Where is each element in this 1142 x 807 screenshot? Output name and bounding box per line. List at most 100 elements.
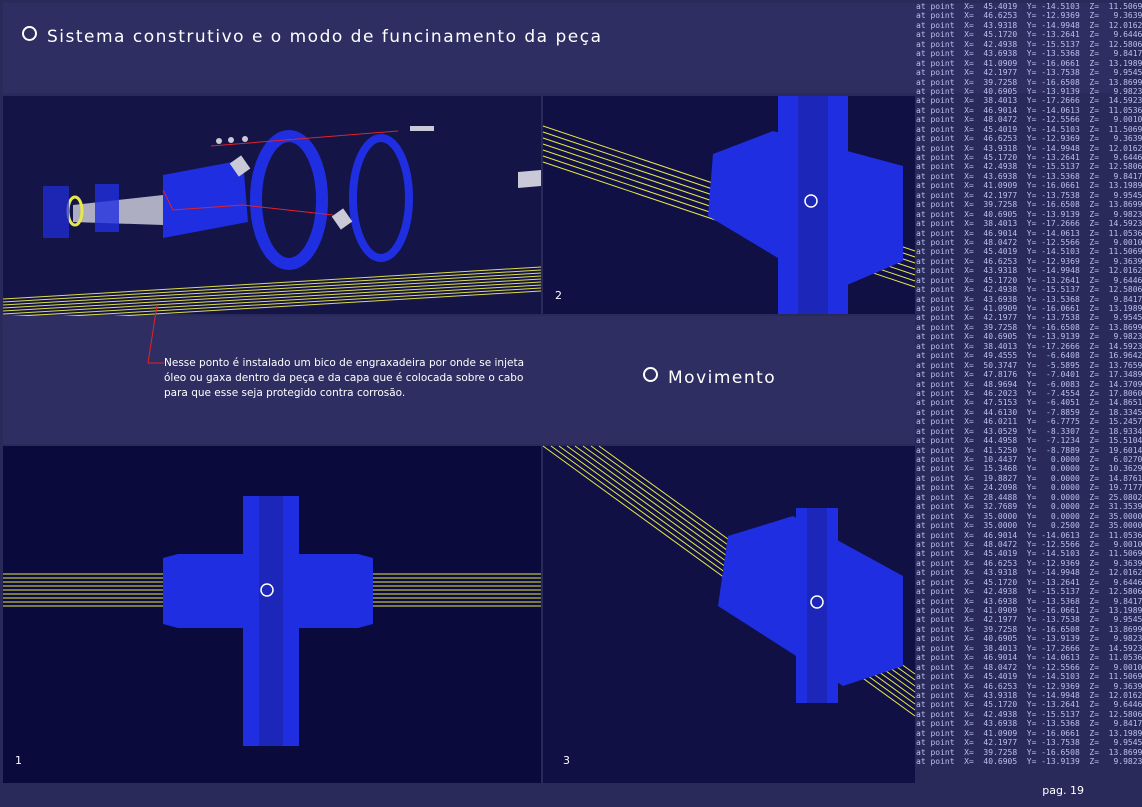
coordinate-line: at point X= 39.7258 Y= -16.6508 Z= 13.86… [916,200,1142,210]
coordinate-line: at point X= 46.9014 Y= -14.0613 Z= 11.05… [916,653,1142,663]
coordinate-line: at point X= 43.9318 Y= -14.9948 Z= 12.01… [916,266,1142,276]
coordinate-line: at point X= 43.9318 Y= -14.9948 Z= 12.01… [916,690,1142,700]
rotated-part-view-3 [542,445,916,717]
coordinate-line: at point X= 41.0909 Y= -16.0661 Z= 13.19… [916,58,1142,68]
movement-title: Movimento [643,367,776,388]
panel-number-2: 2 [555,289,562,302]
coordinate-line: at point X= 43.6938 Y= -13.5368 Z= 9.841… [916,171,1142,181]
coordinate-line: at point X= 40.6905 Y= -13.9139 Z= 9.982… [916,634,1142,644]
coordinate-line: at point X= 40.6905 Y= -13.9139 Z= 9.982… [916,332,1142,342]
coordinate-line: at point X= 38.4013 Y= -17.2666 Z= 14.59… [916,643,1142,653]
coordinate-line: at point X= 19.8827 Y= 0.0000 Z= 14.8761 [916,473,1142,483]
coordinate-line: at point X= 46.9014 Y= -14.0613 Z= 11.05… [916,530,1142,540]
coordinate-line: at point X= 42.4938 Y= -15.5137 Z= 12.58… [916,709,1142,719]
panel-number-1: 1 [15,754,22,767]
coordinate-line: at point X= 45.1720 Y= -13.2641 Z= 9.644… [916,577,1142,587]
coordinate-line: at point X= 28.4488 Y= 0.0000 Z= 25.0802 [916,492,1142,502]
coordinate-line: at point X= 15.3468 Y= 0.0000 Z= 10.3629 [916,464,1142,474]
coordinate-line: at point X= 35.0000 Y= 0.0000 Z= 35.0000 [916,511,1142,521]
coordinate-line: at point X= 47.8176 Y= -7.0401 Z= 17.348… [916,370,1142,380]
coordinate-line: at point X= 45.4019 Y= -14.5103 Z= 11.50… [916,672,1142,682]
coordinate-line: at point X= 46.6253 Y= -12.9369 Z= 9.363… [916,134,1142,144]
viewport-1: 1 [3,446,541,783]
coordinate-line: at point X= 43.9318 Y= -14.9948 Z= 12.01… [916,143,1142,153]
straight-part-view-1 [3,496,541,746]
coordinate-line: at point X= 43.6938 Y= -13.5368 Z= 9.841… [916,49,1142,59]
coordinate-line: at point X= 45.4019 Y= -14.5103 Z= 11.50… [916,247,1142,257]
coordinate-line: at point X= 48.9694 Y= -6.0083 Z= 14.370… [916,379,1142,389]
exploded-assembly-drawing [2,126,542,324]
coordinate-line: at point X= 38.4013 Y= -17.2666 Z= 14.59… [916,219,1142,229]
annotation-leader-line [147,304,164,364]
coordinate-line: at point X= 46.2023 Y= -7.4554 Z= 17.806… [916,388,1142,398]
coordinate-line: at point X= 44.6130 Y= -7.8859 Z= 18.334… [916,407,1142,417]
rotated-part-view-2 [542,96,916,314]
coordinate-line: at point X= 10.4437 Y= 0.0000 Z= 6.0270 [916,455,1142,464]
coordinate-line: at point X= 43.0529 Y= -8.3307 Z= 18.933… [916,426,1142,436]
section-title-text: Sistema construtivo e o modo de funcinam… [47,27,603,47]
coordinate-line: at point X= 39.7258 Y= -16.6508 Z= 13.86… [916,77,1142,87]
coordinate-readout-list: at point X= 45.4019 Y= -14.5103 Z= 11.50… [916,2,1142,766]
coordinate-line: at point X= 48.0472 Y= -12.5566 Z= 9.001… [916,662,1142,672]
header-band [3,3,1115,93]
coordinate-line: at point X= 45.4019 Y= -14.5103 Z= 11.50… [916,124,1142,134]
coordinate-line: at point X= 42.4938 Y= -15.5137 Z= 12.58… [916,39,1142,49]
coordinate-line: at point X= 39.7258 Y= -16.6508 Z= 13.86… [916,747,1142,757]
coordinate-line: at point X= 46.0211 Y= -6.7775 Z= 15.245… [916,417,1142,427]
coordinate-line: at point X= 45.1720 Y= -13.2641 Z= 9.644… [916,153,1142,162]
coordinate-line: at point X= 43.6938 Y= -13.5368 Z= 9.841… [916,596,1142,606]
coordinate-line: at point X= 39.7258 Y= -16.6508 Z= 13.86… [916,624,1142,634]
coordinate-line: at point X= 49.4555 Y= -6.6408 Z= 16.964… [916,351,1142,361]
coordinate-line: at point X= 42.1977 Y= -13.7538 Z= 9.954… [916,68,1142,78]
coordinate-line: at point X= 48.0472 Y= -12.5566 Z= 9.001… [916,115,1142,125]
coordinate-line: at point X= 40.6905 Y= -13.9139 Z= 9.982… [916,757,1142,766]
coordinate-line: at point X= 35.0000 Y= 0.2500 Z= 35.0000 [916,521,1142,531]
coordinate-line: at point X= 41.5250 Y= -8.7889 Z= 19.601… [916,445,1142,455]
page-number: pag. 19 [1042,784,1084,797]
panel-number-3: 3 [563,754,570,767]
coordinate-line: at point X= 46.9014 Y= -14.0613 Z= 11.05… [916,228,1142,238]
coordinate-line: at point X= 42.4938 Y= -15.5137 Z= 12.58… [916,285,1142,295]
viewport-3: 3 [542,445,916,783]
coordinate-line: at point X= 41.0909 Y= -16.0661 Z= 13.19… [916,606,1142,615]
coordinate-line: at point X= 44.4958 Y= -7.1234 Z= 15.510… [916,436,1142,446]
coordinate-line: at point X= 40.6905 Y= -13.9139 Z= 9.982… [916,86,1142,96]
coordinate-line: at point X= 45.1720 Y= -13.2641 Z= 9.644… [916,30,1142,40]
coordinate-line: at point X= 41.0909 Y= -16.0661 Z= 13.19… [916,728,1142,738]
coordinate-line: at point X= 42.1977 Y= -13.7538 Z= 9.954… [916,615,1142,625]
coordinate-line: at point X= 24.2098 Y= 0.0000 Z= 19.7177 [916,483,1142,493]
coordinate-line: at point X= 43.9318 Y= -14.9948 Z= 12.01… [916,568,1142,578]
annotation-text: Nesse ponto é instalado um bico de engra… [164,357,525,399]
bullet-circle-icon [643,367,658,382]
coordinate-line: at point X= 32.7689 Y= 0.0000 Z= 31.3539 [916,502,1142,512]
viewport-2: 2 [542,96,916,314]
coordinate-line: at point X= 45.1720 Y= -13.2641 Z= 9.644… [916,275,1142,285]
coordinate-line: at point X= 45.1720 Y= -13.2641 Z= 9.644… [916,700,1142,710]
coordinate-line: at point X= 43.6938 Y= -13.5368 Z= 9.841… [916,719,1142,729]
coordinate-line: at point X= 43.9318 Y= -14.9948 Z= 12.01… [916,20,1142,30]
coordinate-line: at point X= 41.0909 Y= -16.0661 Z= 13.19… [916,181,1142,191]
section-title: Sistema construtivo e o modo de funcinam… [22,26,603,47]
coordinate-line: at point X= 48.0472 Y= -12.5566 Z= 9.001… [916,237,1142,247]
coordinate-line: at point X= 40.6905 Y= -13.9139 Z= 9.982… [916,209,1142,219]
coordinate-line: at point X= 46.6253 Y= -12.9369 Z= 9.363… [916,558,1142,568]
coordinate-line: at point X= 50.3747 Y= -5.5895 Z= 13.765… [916,360,1142,370]
coordinate-line: at point X= 46.6253 Y= -12.9369 Z= 9.363… [916,681,1142,691]
coordinate-line: at point X= 46.6253 Y= -12.9369 Z= 9.363… [916,11,1142,21]
coordinate-line: at point X= 45.4019 Y= -14.5103 Z= 11.50… [916,2,1142,11]
coordinate-line: at point X= 42.1977 Y= -13.7538 Z= 9.954… [916,313,1142,323]
coordinate-line: at point X= 41.0909 Y= -16.0661 Z= 13.19… [916,304,1142,313]
coordinate-line: at point X= 42.1977 Y= -13.7538 Z= 9.954… [916,738,1142,748]
coordinate-line: at point X= 48.0472 Y= -12.5566 Z= 9.001… [916,539,1142,549]
coordinate-line: at point X= 47.5153 Y= -6.4051 Z= 14.865… [916,398,1142,408]
coordinate-line: at point X= 46.6253 Y= -12.9369 Z= 9.363… [916,256,1142,266]
coordinate-line: at point X= 42.4938 Y= -15.5137 Z= 12.58… [916,587,1142,597]
coordinate-line: at point X= 42.4938 Y= -15.5137 Z= 12.58… [916,162,1142,172]
bullet-circle-icon [22,26,37,41]
viewport-exploded [2,96,542,324]
coordinate-line: at point X= 42.1977 Y= -13.7538 Z= 9.954… [916,190,1142,200]
coordinate-line: at point X= 45.4019 Y= -14.5103 Z= 11.50… [916,549,1142,559]
coordinate-line: at point X= 43.6938 Y= -13.5368 Z= 9.841… [916,294,1142,304]
coordinate-line: at point X= 46.9014 Y= -14.0613 Z= 11.05… [916,105,1142,115]
coordinate-line: at point X= 38.4013 Y= -17.2666 Z= 14.59… [916,96,1142,106]
